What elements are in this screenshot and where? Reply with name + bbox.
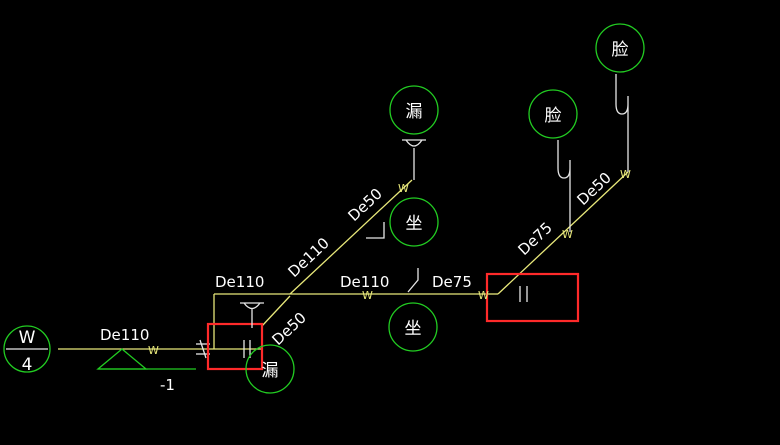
pipe-code-marker-5: W (562, 228, 573, 241)
elevation-label: -1 (160, 376, 175, 394)
pipe-label-de50-lower: De50 (268, 309, 309, 349)
basin-label-left: 脸 (545, 106, 562, 126)
pipe-label-de110-middle: De110 (340, 273, 389, 291)
pipe-code-marker-1: W (148, 344, 159, 357)
riser-bottom-label: 4 (22, 355, 33, 375)
diagonal-pipe-de50-left (261, 295, 291, 327)
basin-circle-left (528, 89, 578, 139)
highlight-box-right (485, 272, 580, 323)
pipe-end-cap-right (519, 286, 528, 302)
diagonal-pipe-de110 (289, 179, 413, 295)
pipe-label-de50-diagonal: De50 (344, 185, 385, 225)
floor-drain-trap-bottom (240, 302, 264, 328)
pipe-code-marker-6: W (620, 168, 631, 181)
floor-drain-label-bottom: 漏 (262, 361, 279, 381)
toilet-label-upper: 坐 (406, 214, 423, 234)
basin-trap-left (557, 140, 571, 232)
elevation-marker (96, 348, 196, 370)
toilet-circle-lower (388, 302, 438, 352)
highlight-box-left (206, 322, 264, 371)
toilet-circle-upper (389, 197, 439, 247)
toilet-connection-lower (407, 268, 419, 293)
pipe-code-marker-3: W (478, 289, 489, 302)
floor-drain-circle-bottom (245, 344, 295, 394)
pipe-code-marker-2: W (362, 289, 373, 302)
pipe-label-de75-middle: De75 (432, 273, 472, 291)
pipe-label-de75-diagonal: De75 (514, 219, 555, 259)
pipe-label-de110-upper: De110 (215, 273, 264, 291)
pipe-label-de110-left: De110 (100, 326, 149, 344)
basin-label-right: 脸 (612, 40, 629, 60)
floor-drain-circle-top (389, 85, 439, 135)
basin-trap-right (615, 74, 629, 172)
toilet-label-lower: 坐 (405, 319, 422, 339)
pipe-code-marker-4: W (398, 182, 409, 195)
pipe-label-de110-diagonal: De110 (284, 234, 332, 281)
floor-drain-label-top: 漏 (406, 102, 423, 122)
basin-circle-right (595, 23, 645, 73)
toilet-connection-upper (366, 222, 385, 239)
floor-drain-trap-top (402, 139, 426, 180)
riser-top-label: W (19, 328, 36, 348)
riser-symbol: W 4 (3, 325, 51, 375)
